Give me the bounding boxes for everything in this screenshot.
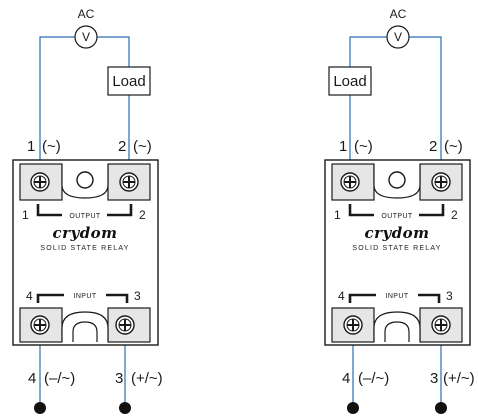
- load-label: Load: [333, 73, 366, 90]
- brand-logo: crydom: [52, 224, 117, 242]
- terminal-2-symbol: (~): [133, 138, 152, 155]
- relay-body: [324, 159, 471, 346]
- input-negative-dot: [34, 402, 46, 414]
- terminal-4-number: 4: [342, 370, 350, 387]
- input-number-left: 4: [26, 289, 33, 303]
- screw-terminal-3-icon: [431, 315, 451, 335]
- terminal-1-number: 1: [339, 138, 347, 155]
- relay-panel-left: AC V Load 1 (~) 2 (~): [12, 7, 163, 414]
- brand-logo: crydom: [364, 224, 429, 242]
- input-bracket: [36, 293, 129, 303]
- output-bracket: [348, 204, 445, 217]
- voltmeter-icon: [386, 25, 410, 49]
- screw-terminal-4-icon: [30, 315, 50, 335]
- output-number-right: 2: [139, 208, 146, 222]
- terminal-2-number: 2: [118, 138, 126, 155]
- relay-panel-right: AC V Load 1 (~) 2 (~) 1 O: [324, 7, 475, 414]
- voltmeter-symbol: V: [82, 30, 90, 44]
- input-positive-dot: [119, 402, 131, 414]
- input-positive-dot: [435, 402, 447, 414]
- output-number-left: 1: [22, 208, 29, 222]
- output-number-left: 1: [334, 208, 341, 222]
- input-bracket: [348, 293, 441, 303]
- input-negative-dot: [347, 402, 359, 414]
- screw-terminal-2-icon: [431, 172, 451, 192]
- input-label: INPUT: [386, 293, 409, 300]
- terminal-4-symbol: (–/~): [358, 370, 389, 387]
- voltmeter-symbol: V: [394, 30, 402, 44]
- ac-label: AC: [78, 7, 95, 21]
- brand-subtitle: SOLID STATE RELAY: [40, 245, 129, 252]
- voltmeter-icon: [74, 25, 98, 49]
- screw-terminal-4-icon: [343, 315, 363, 335]
- load-label: Load: [112, 73, 145, 90]
- input-number-right: 3: [446, 289, 453, 303]
- output-label: OUTPUT: [381, 213, 412, 220]
- terminal-4-number: 4: [28, 370, 36, 387]
- input-number-left: 4: [338, 289, 345, 303]
- screw-terminal-1-icon: [340, 172, 360, 192]
- ac-label: AC: [390, 7, 407, 21]
- output-number-right: 2: [451, 208, 458, 222]
- screw-terminal-1-icon: [30, 172, 50, 192]
- load-box: [328, 66, 372, 96]
- terminal-2-symbol: (~): [444, 138, 463, 155]
- output-bracket: [36, 204, 133, 217]
- terminal-3-number: 3: [430, 370, 438, 387]
- screw-terminal-2-icon: [119, 172, 139, 192]
- input-number-right: 3: [134, 289, 141, 303]
- screw-terminal-3-icon: [115, 315, 135, 335]
- terminal-1-number: 1: [27, 138, 35, 155]
- terminal-3-number: 3: [115, 370, 123, 387]
- terminal-3-symbol: (+/~): [443, 370, 475, 387]
- terminal-3-symbol: (+/~): [131, 370, 163, 387]
- terminal-4-symbol: (–/~): [44, 370, 75, 387]
- input-label: INPUT: [74, 293, 97, 300]
- load-box: [107, 66, 151, 96]
- terminal-1-symbol: (~): [354, 138, 373, 155]
- brand-subtitle: SOLID STATE RELAY: [352, 245, 441, 252]
- terminal-1-symbol: (~): [42, 138, 61, 155]
- terminal-2-number: 2: [429, 138, 437, 155]
- output-label: OUTPUT: [69, 213, 100, 220]
